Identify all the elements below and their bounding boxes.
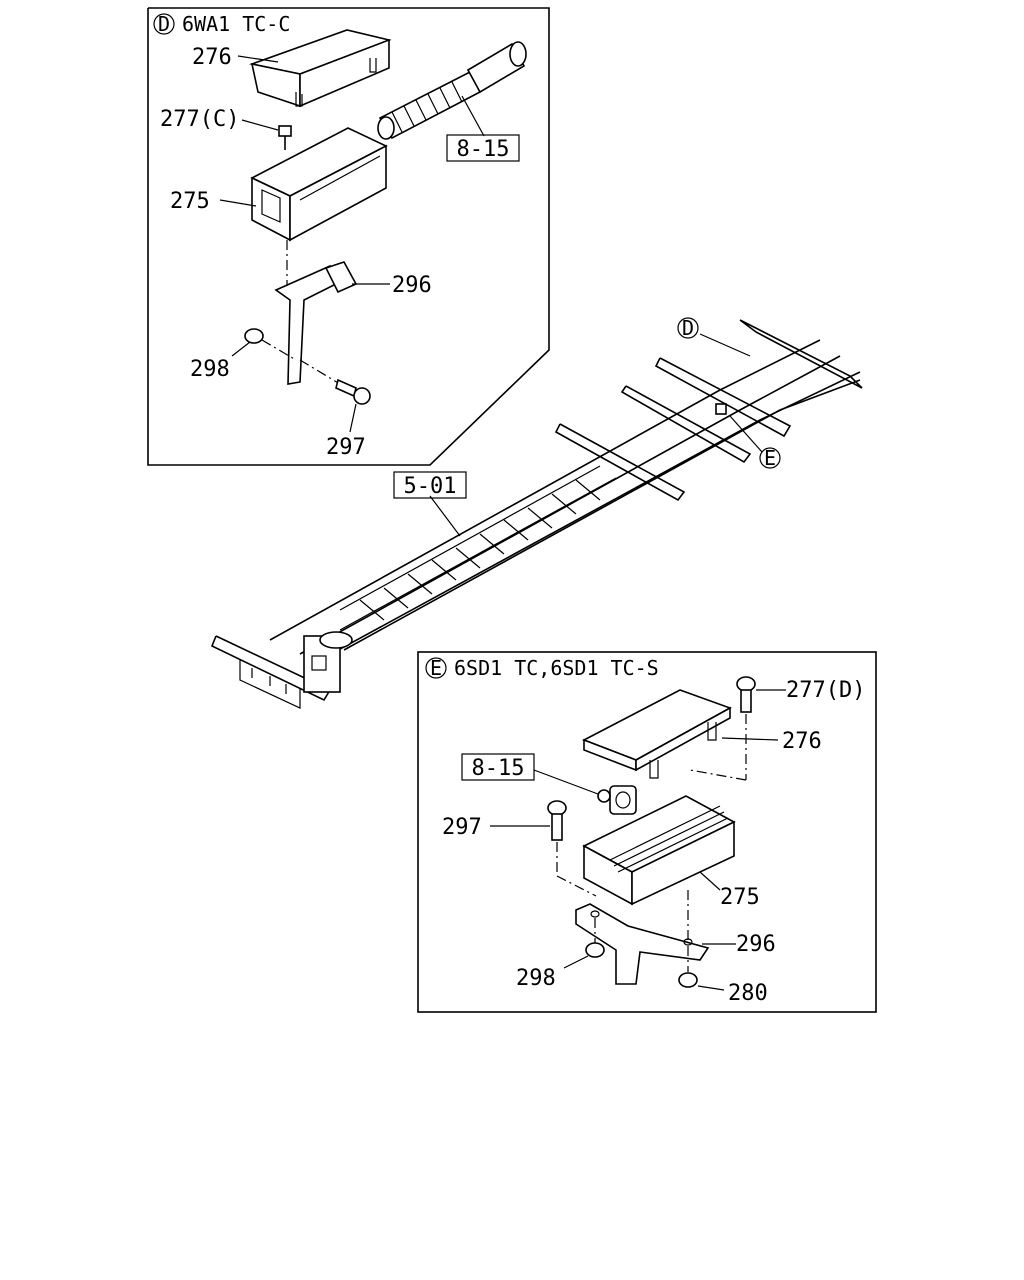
lid-part-e [582, 689, 732, 779]
panel-e: E 6SD1 TC,6SD1 TC-S 277(D) 276 8-15 [417, 651, 877, 1013]
grommet-part [597, 785, 637, 815]
label-280: 280 [728, 981, 768, 1006]
label-297-d: 297 [326, 435, 366, 460]
bracket-part-e [575, 903, 710, 985]
bolt-297-d [299, 359, 371, 405]
frame-marker-d: D [682, 316, 694, 340]
frame-marker-e: E [764, 446, 776, 470]
label-275-d: 275 [170, 189, 210, 214]
hose-part [377, 41, 527, 140]
bolt-277d [736, 676, 756, 713]
label-298-e: 298 [516, 966, 556, 991]
nut-298-d [244, 328, 297, 361]
box-part-d [250, 127, 388, 242]
label-277c: 277(C) [160, 107, 239, 132]
bracket-part-d [274, 261, 358, 385]
box-part-e [582, 795, 736, 906]
label-296-d: 296 [392, 273, 432, 298]
ref-8-15-d: 8-15 [457, 137, 510, 162]
panel-d-title: 6WA1 TC-C [182, 12, 290, 36]
panel-e-title: 6SD1 TC,6SD1 TC-S [454, 656, 659, 680]
label-276-e: 276 [782, 729, 822, 754]
lid-part-d [249, 29, 392, 108]
label-297-e: 297 [442, 815, 482, 840]
bolt-297-e [547, 800, 567, 841]
panel-d: D 6WA1 TC-C 276 8-15 277(C) [147, 7, 550, 466]
panel-d-marker: D [158, 12, 170, 36]
label-277d: 277(D) [786, 678, 865, 703]
panel-e-marker: E [430, 656, 442, 680]
ref-5-01: 5-01 [404, 474, 457, 499]
nut-298-e [585, 918, 605, 958]
label-298-d: 298 [190, 357, 230, 382]
nut-280 [678, 946, 698, 988]
label-275-e: 275 [720, 885, 760, 910]
label-296-e: 296 [736, 932, 776, 957]
chassis-frame: D E [210, 316, 863, 709]
ref-8-15-e: 8-15 [472, 756, 525, 781]
label-276-d: 276 [192, 45, 232, 70]
bolt-277c [278, 125, 292, 150]
